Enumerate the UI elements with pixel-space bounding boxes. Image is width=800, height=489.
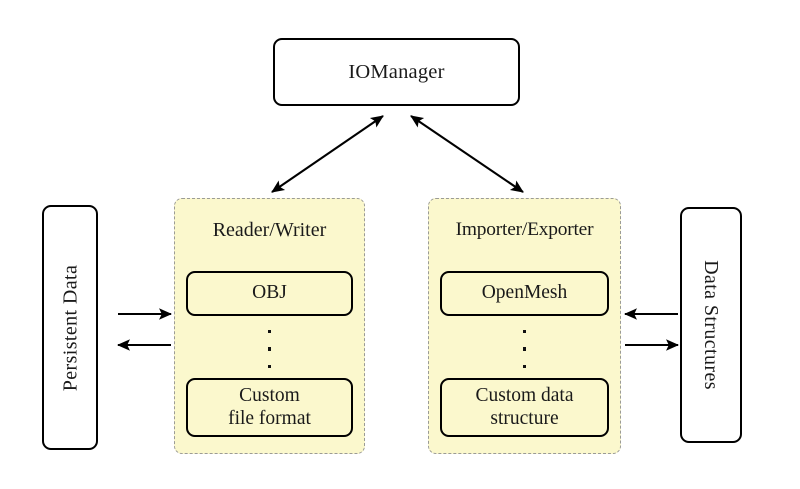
edge-manager-importer-exporter [410, 115, 524, 193]
importer-exporter-ellipsis-icon [429, 327, 620, 371]
importer-exporter-title: Importer/Exporter [455, 219, 594, 240]
reader-writer-item-obj[interactable]: OBJ [186, 271, 353, 316]
reader-writer-ellipsis-icon [175, 327, 364, 371]
importer-exporter-item-openmesh[interactable]: OpenMesh [440, 271, 609, 316]
importer-exporter-item-custom-label: Custom data structure [475, 385, 573, 430]
reader-writer-item-custom-line2: file format [228, 407, 311, 429]
data-structures-label: Data Structures [700, 260, 723, 390]
persistent-data-node[interactable]: Persistent Data [42, 205, 98, 450]
reader-writer-item-obj-label: OBJ [252, 282, 287, 304]
persistent-data-label: Persistent Data [59, 264, 81, 391]
reader-writer-item-custom[interactable]: Custom file format [186, 378, 353, 437]
iomanager-node[interactable]: IOManager [273, 38, 520, 106]
importer-exporter-item-custom-line1: Custom data [475, 384, 574, 406]
reader-writer-title: Reader/Writer [212, 219, 327, 241]
importer-exporter-item-custom[interactable]: Custom data structure [440, 378, 609, 437]
importer-exporter-panel[interactable]: Importer/Exporter OpenMesh Custom data s… [428, 198, 621, 454]
iomanager-label: IOManager [348, 60, 445, 83]
reader-writer-panel[interactable]: Reader/Writer OBJ Custom file format [174, 198, 365, 454]
reader-writer-item-custom-label: Custom file format [228, 385, 311, 430]
data-structures-node[interactable]: Data Structures [680, 207, 742, 443]
edge-manager-reader-writer [271, 115, 384, 193]
reader-writer-item-custom-line1: Custom [239, 384, 300, 406]
importer-exporter-item-custom-line2: structure [490, 407, 559, 429]
importer-exporter-item-openmesh-label: OpenMesh [481, 282, 568, 304]
